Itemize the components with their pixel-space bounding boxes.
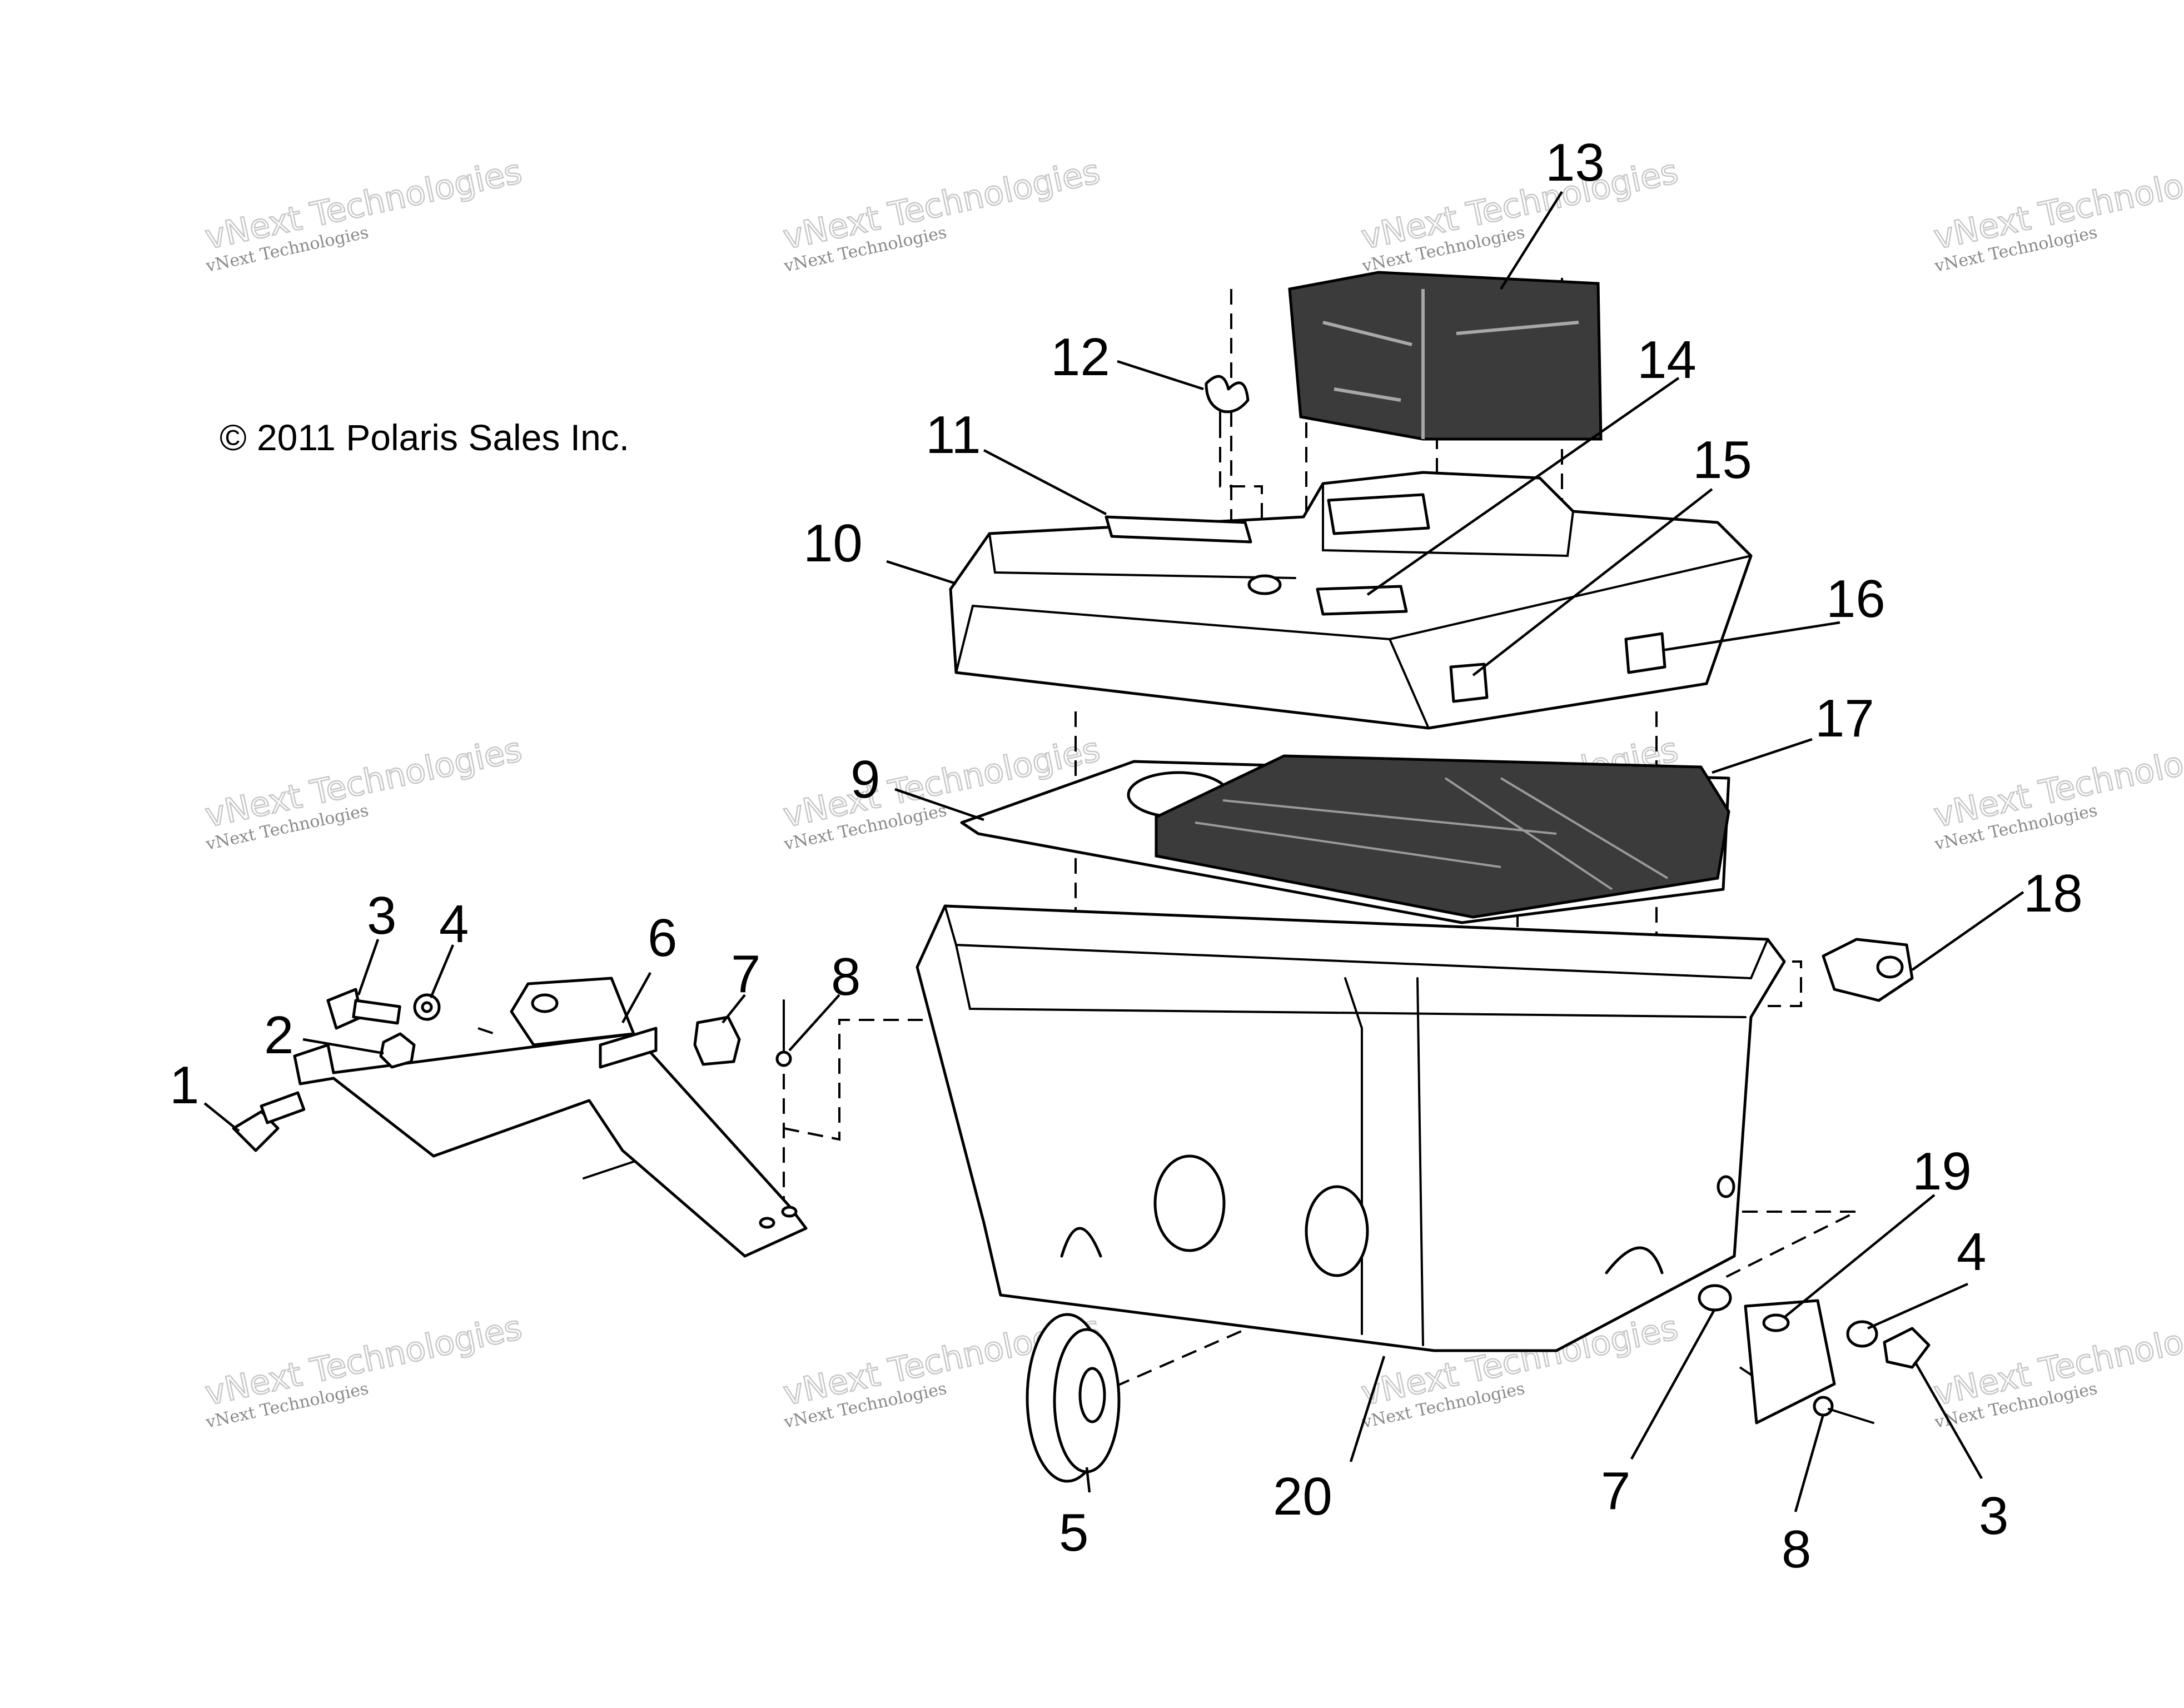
callout-12: 12 xyxy=(1051,327,1110,387)
callout-7: 7 xyxy=(731,944,760,1004)
callout-7-right: 7 xyxy=(1601,1461,1630,1521)
grommet-7-right xyxy=(1698,1284,1732,1312)
air-box-cover xyxy=(949,471,1753,730)
foam-block xyxy=(1288,271,1603,441)
callout-17: 17 xyxy=(1815,689,1874,748)
boot xyxy=(1026,1313,1121,1483)
watermark: vNext Technologies vNext Technologies xyxy=(201,151,526,276)
mounting-bracket xyxy=(293,977,808,1258)
callout-5: 5 xyxy=(1059,1503,1088,1562)
decal-14 xyxy=(1316,585,1408,616)
callout-18: 18 xyxy=(2023,864,2083,923)
callout-6: 6 xyxy=(648,908,677,968)
callout-3: 3 xyxy=(367,886,396,945)
bolt-3-right xyxy=(1883,1327,1931,1369)
callout-8: 8 xyxy=(831,947,860,1007)
right-bracket xyxy=(1744,1299,1836,1425)
watermark: vNext Technologies vNext Technologies xyxy=(201,729,526,854)
grommet-top-right xyxy=(1717,1175,1735,1198)
watermark: vNext Technologies vNext Technologies xyxy=(1357,151,1682,276)
callout-1: 1 xyxy=(170,1055,199,1115)
callout-2: 2 xyxy=(264,1005,293,1065)
leader-lines xyxy=(203,191,2024,1512)
pin-8-left xyxy=(775,999,792,1067)
clip xyxy=(1822,938,1914,1002)
watermark: vNext Technologies vNext Technologies xyxy=(1930,1307,2184,1432)
callout-3-right: 3 xyxy=(1979,1486,2008,1546)
wing-nut xyxy=(1205,375,1250,435)
grommet-7-left xyxy=(693,1015,741,1066)
decal-15 xyxy=(1449,663,1489,703)
air-box-base xyxy=(916,904,1786,1352)
copyright-text: © 2011 Polaris Sales Inc. xyxy=(220,417,629,458)
bolt-3-left xyxy=(326,988,401,1030)
callout-4-right: 4 xyxy=(1957,1222,1986,1282)
callouts: 1 2 3 4 5 6 7 8 9 10 11 12 13 14 15 16 1… xyxy=(170,133,2083,1579)
foam-filter xyxy=(1155,754,1730,919)
watermark: vNext Technologies vNext Technologies xyxy=(779,151,1104,276)
watermark: vNext Technologies vNext Technologies xyxy=(1930,151,2184,276)
nut-2 xyxy=(379,1032,416,1069)
callout-15: 15 xyxy=(1693,430,1752,490)
callout-4: 4 xyxy=(439,894,469,954)
callout-20: 20 xyxy=(1273,1467,1332,1526)
bolt-1 xyxy=(232,1091,306,1152)
callout-16: 16 xyxy=(1826,569,1885,629)
callout-8-right: 8 xyxy=(1782,1520,1811,1579)
callout-11: 11 xyxy=(926,405,981,465)
callout-14: 14 xyxy=(1637,330,1697,390)
callout-19: 19 xyxy=(1912,1142,1972,1201)
callout-10: 10 xyxy=(803,514,863,573)
decal-16 xyxy=(1624,632,1666,674)
callout-9: 9 xyxy=(850,750,880,809)
callout-13: 13 xyxy=(1545,133,1605,192)
washer-4-left xyxy=(413,993,441,1021)
watermark: vNext Technologies vNext Technologies xyxy=(201,1307,526,1432)
watermark: vNext Technologies vNext Technologies xyxy=(1930,729,2184,854)
